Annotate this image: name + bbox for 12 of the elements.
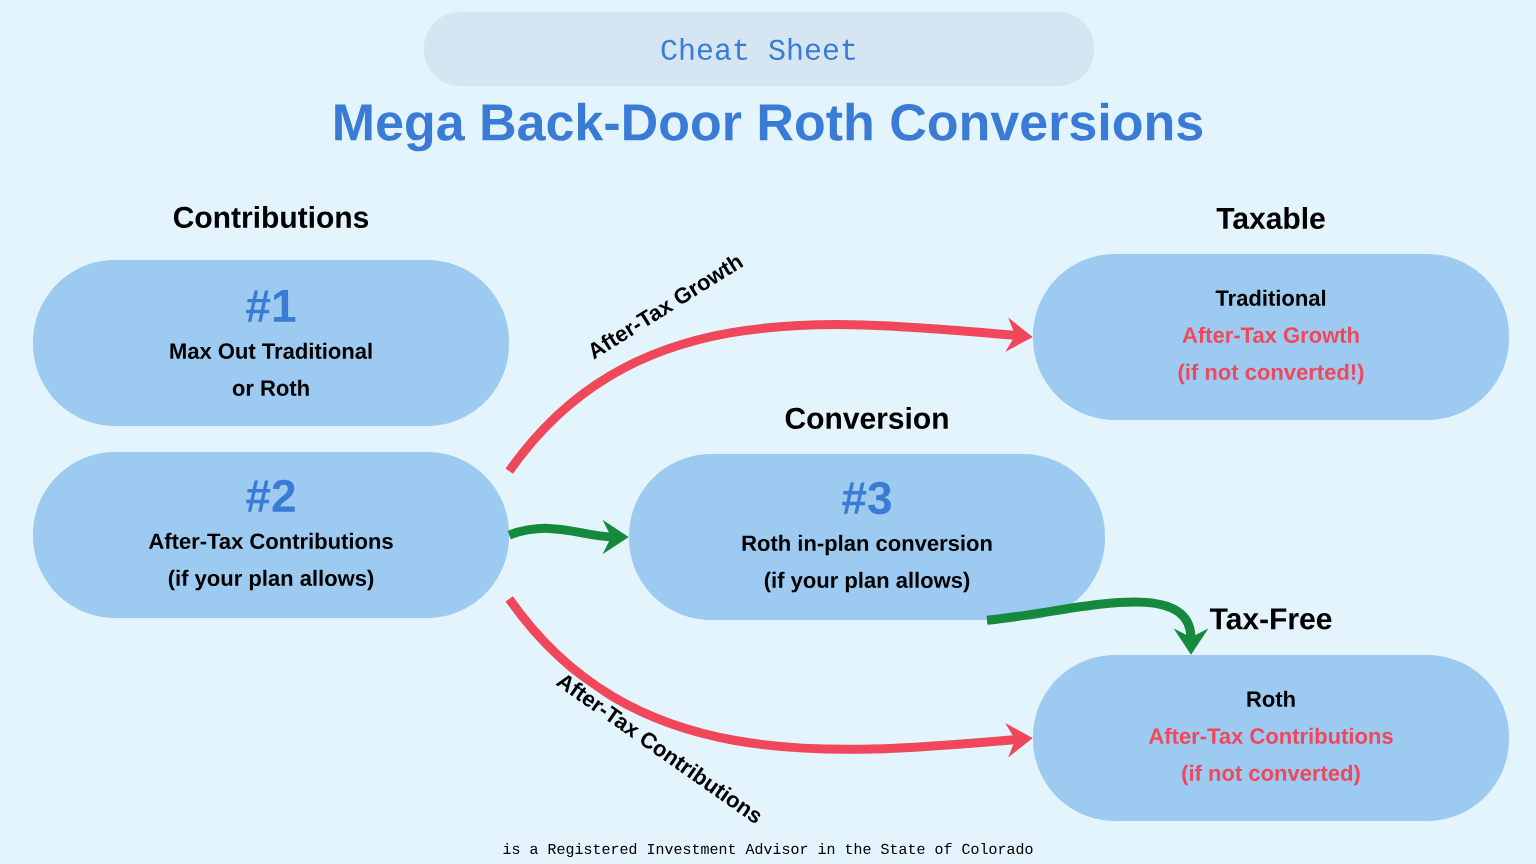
footer-note: is a Registered Investment Advisor in the State of Colorado xyxy=(503,843,1033,857)
rounded-box: #1 Max Out Traditional or Roth xyxy=(33,260,509,426)
heading: Taxable xyxy=(1216,207,1325,229)
title: Mega Back-Door Roth Conversions xyxy=(335,102,1203,152)
rounded-box: #2 After-Tax Contributions (if your plan allows) xyxy=(33,452,509,618)
column-heading: Contributions xyxy=(173,206,369,228)
heading: Tax-Free xyxy=(1209,608,1332,630)
rounded-box: Traditional After-Tax Growth (if not converted!) xyxy=(1033,254,1509,420)
title-pill: Cheat Sheet xyxy=(424,12,1094,86)
heading: Conversion xyxy=(785,407,948,429)
rounded-box: Roth After-Tax Contributions (if not converted) xyxy=(1033,655,1509,821)
rounded-box: #3 Roth in-plan conversion (if your plan allows) xyxy=(629,454,1105,620)
